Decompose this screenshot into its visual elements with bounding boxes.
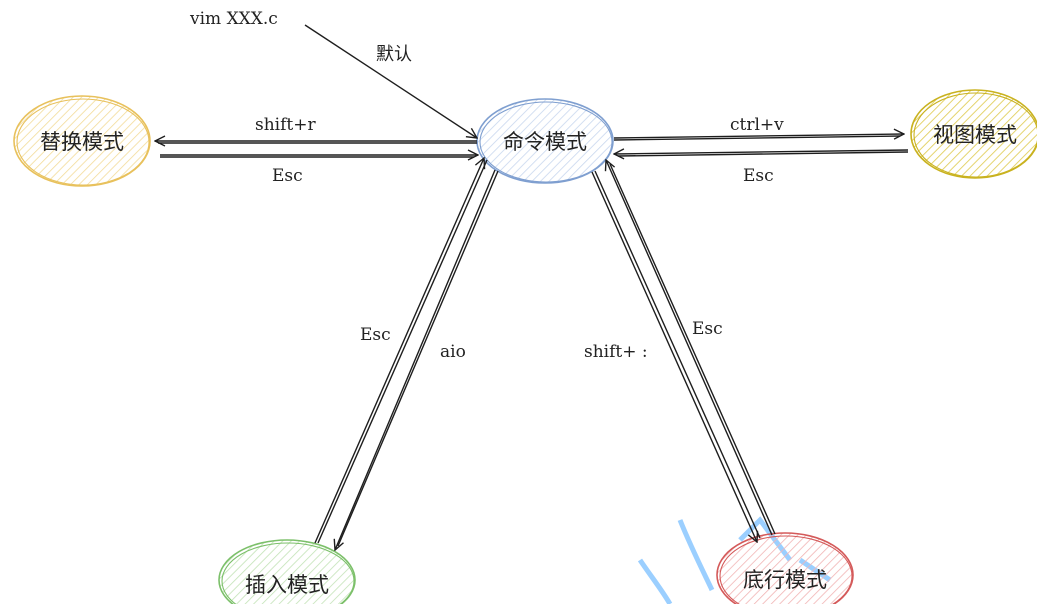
node-command-mode: 命令模式 <box>476 98 614 184</box>
node-lastline-label: 底行模式 <box>743 568 827 592</box>
edge-to-lastline-label: shift+ : <box>584 342 648 362</box>
edge-to-replace-label: shift+r <box>255 115 316 135</box>
node-visual-mode: 视图模式 <box>910 89 1037 179</box>
node-replace-mode: 替换模式 <box>13 95 151 187</box>
edge-lastline-back-label: Esc <box>692 319 723 339</box>
edge-visual-back-label: Esc <box>743 166 774 186</box>
edge-lastline-back: Esc <box>606 160 776 536</box>
edge-to-visual-label: ctrl+v <box>730 115 784 135</box>
edge-entry-default-label: 默认 <box>376 44 412 65</box>
edge-to-lastline: shift+ : <box>584 170 761 542</box>
node-insert-label: 插入模式 <box>245 573 329 597</box>
edge-insert-back: Esc <box>314 158 488 544</box>
node-visual-label: 视图模式 <box>933 123 1017 147</box>
edge-replace-back: Esc <box>160 155 478 186</box>
node-insert-mode: 插入模式 <box>218 539 356 604</box>
edge-to-visual: ctrl+v <box>613 115 904 141</box>
edge-to-insert: aio <box>335 169 499 550</box>
edge-entry-label: vim XXX.c <box>189 9 278 29</box>
edge-to-insert-label: aio <box>440 342 466 362</box>
edge-to-replace: shift+r <box>155 115 477 143</box>
edge-replace-back-label: Esc <box>272 166 303 186</box>
edge-entry: vim XXX.c 默认 <box>189 9 477 138</box>
node-command-label: 命令模式 <box>503 130 587 154</box>
node-lastline-mode: 底行模式 <box>716 532 854 604</box>
node-replace-label: 替换模式 <box>40 130 124 154</box>
edge-visual-back: Esc <box>614 150 909 186</box>
edge-insert-back-label: Esc <box>360 325 391 345</box>
